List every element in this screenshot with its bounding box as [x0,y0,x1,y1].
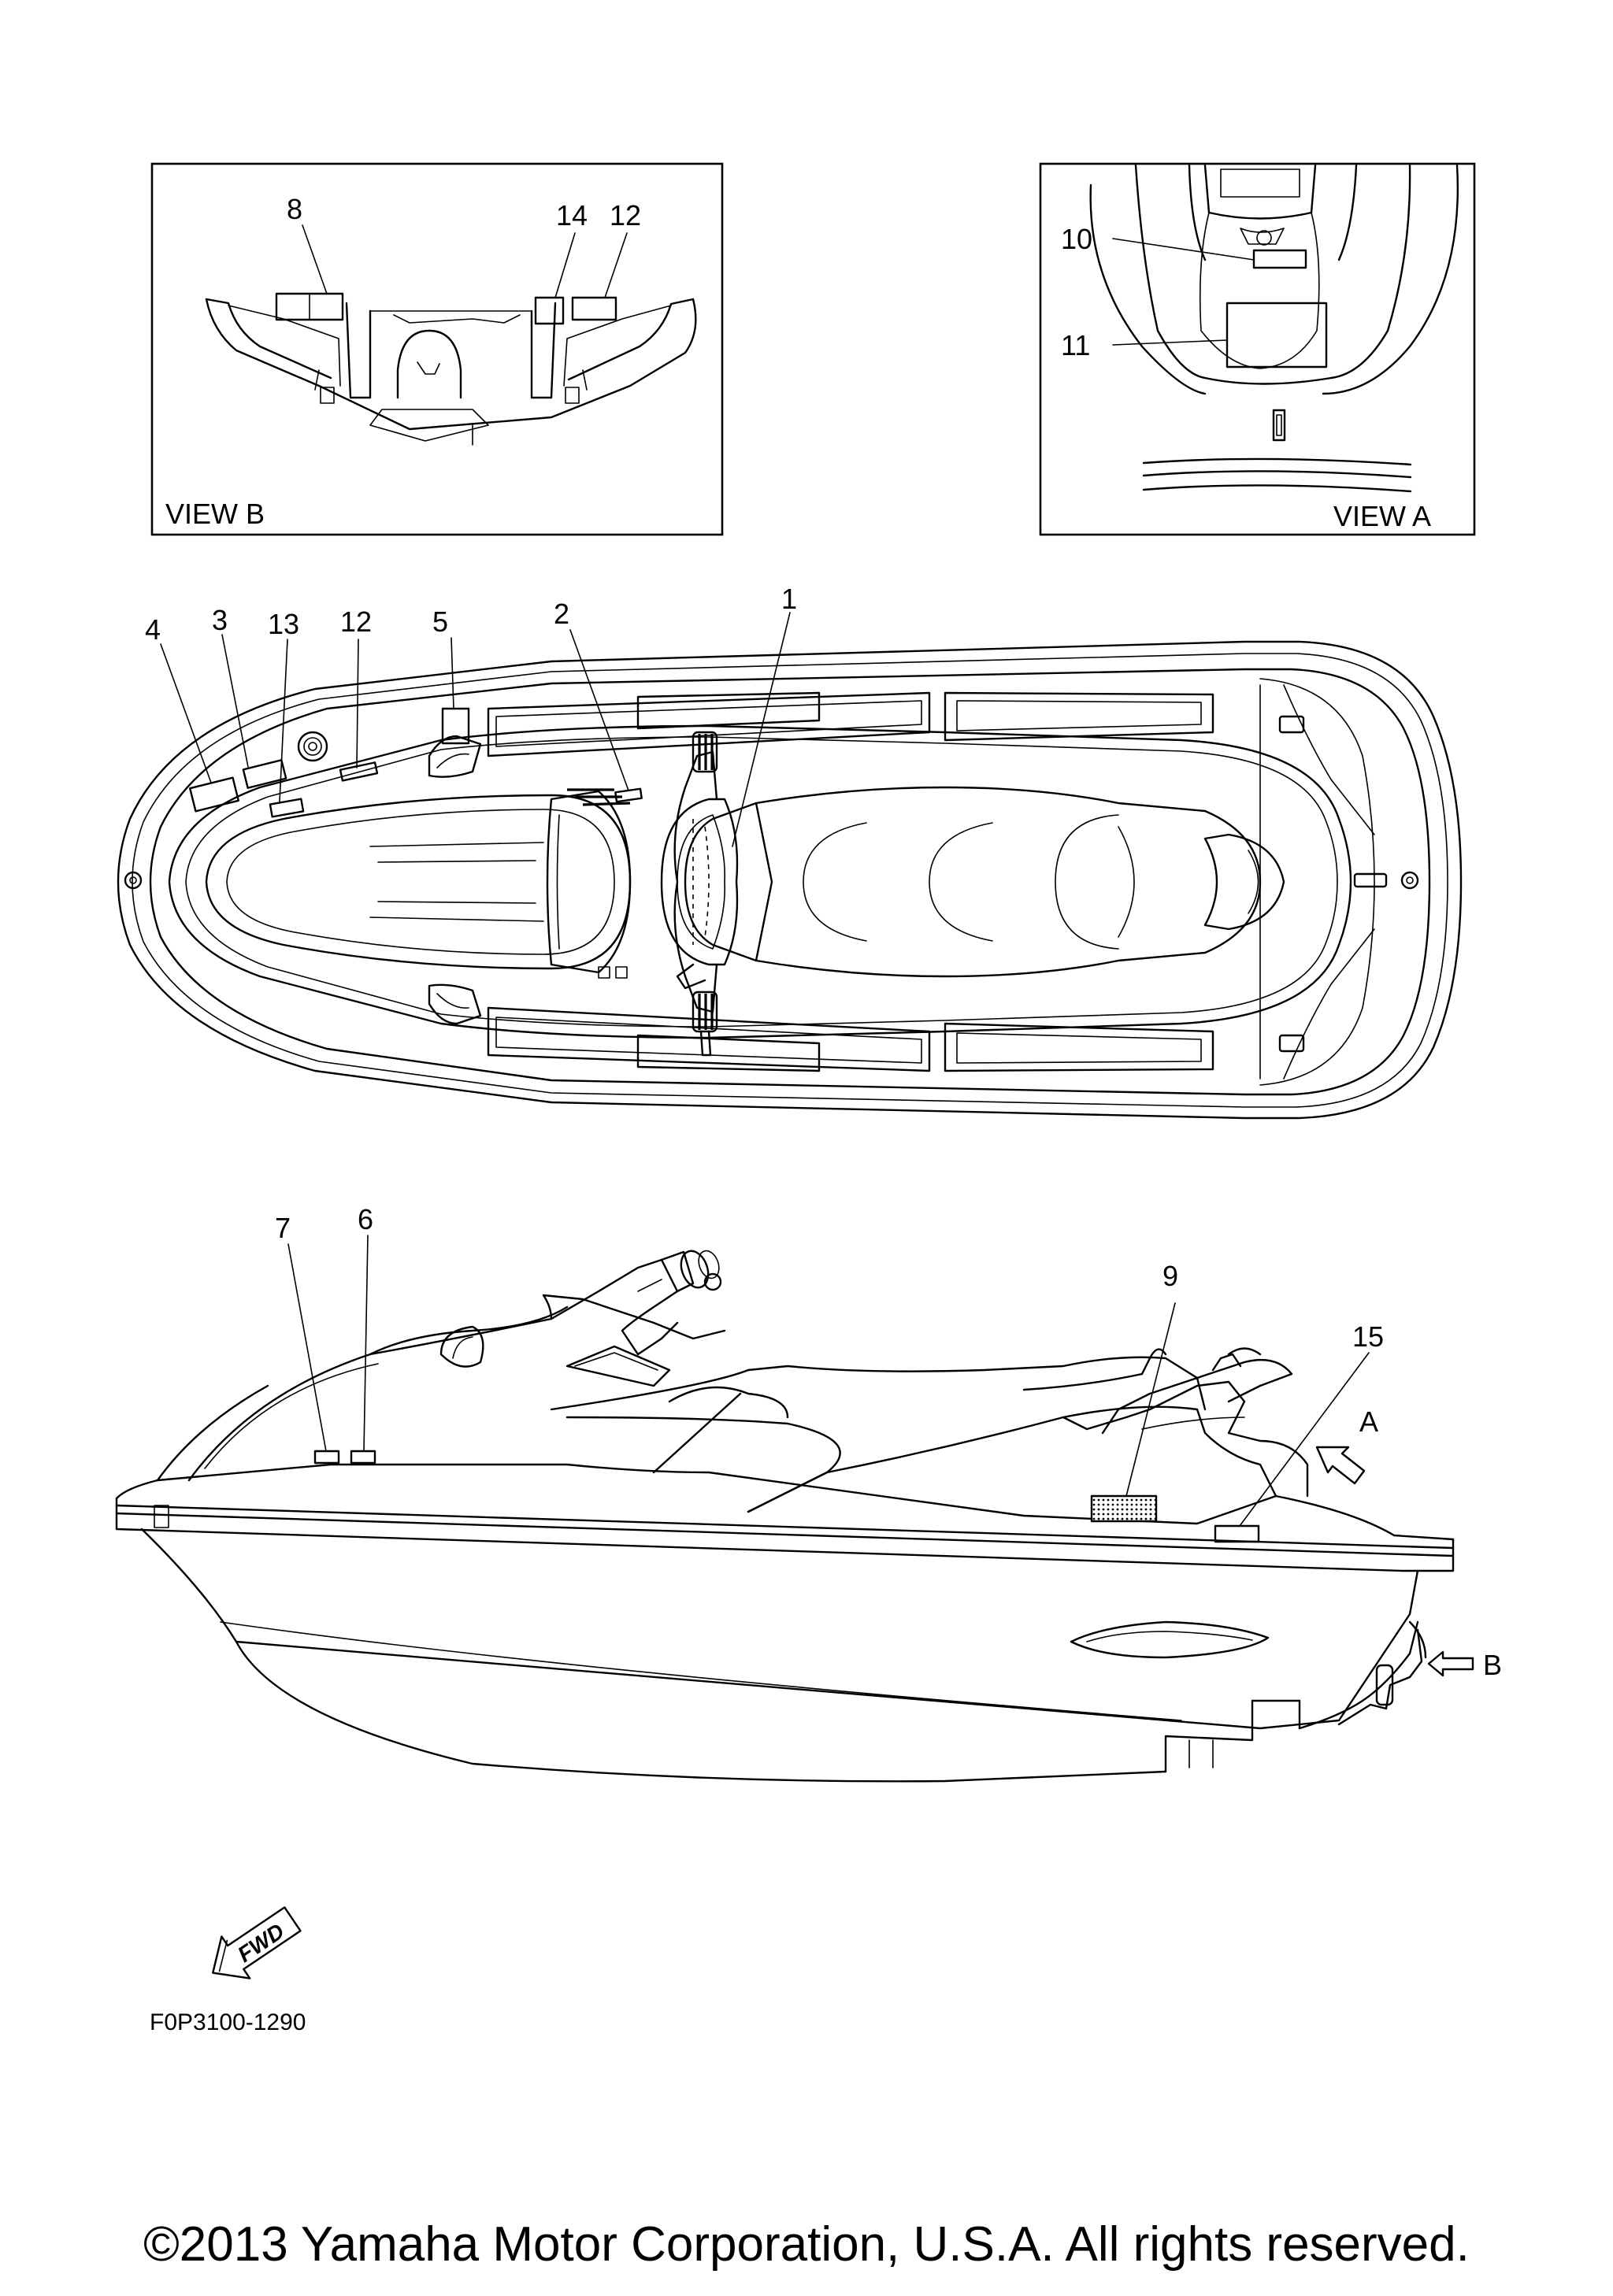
callout-10: 10 [1061,223,1092,255]
fwd-arrow: FWD [212,1906,302,1979]
top-view: 4 3 13 12 5 2 1 [117,583,1463,1120]
callout-4: 4 [145,613,161,646]
label-13-decal [269,798,305,818]
callout-5: 5 [432,605,448,638]
callout-15: 15 [1352,1320,1384,1353]
view-b-caption: VIEW B [165,498,265,530]
callout-12-view-b: 12 [610,199,641,231]
callout-14: 14 [556,199,588,231]
view-a-inset: 10 11 VIEW A [1039,162,1476,536]
label-5-decal [441,707,470,745]
side-view-deck [156,1294,1309,1513]
view-a-arrow-label: A [1359,1405,1378,1438]
label-3-decal [242,759,287,789]
callout-6: 6 [358,1203,373,1235]
view-b-arrow-label: B [1483,1649,1502,1681]
label-15-decal [1214,1524,1260,1543]
part-code: F0P3100-1290 [150,2009,306,2035]
top-view-handlebar [567,731,739,1057]
callout-8: 8 [287,193,302,225]
side-view-hull [115,1463,1455,1783]
label-2-decal [614,787,643,803]
side-view: 7 6 9 15 A B [115,1203,1502,1783]
callout-13: 13 [268,608,299,640]
callout-11: 11 [1061,329,1090,361]
callout-9: 9 [1162,1260,1178,1292]
view-b-frame [150,162,724,536]
view-b-inset: 8 14 12 VIEW B [150,162,724,536]
label-9-decal [1090,1494,1158,1523]
view-a-caption: VIEW A [1333,500,1431,532]
callout-3: 3 [212,604,228,636]
label-14-decal [534,296,565,325]
view-b-arrow: B [1427,1649,1502,1681]
label-7-decal [313,1450,340,1465]
label-6-decal [350,1450,376,1465]
rear-hull-drawing [205,298,697,446]
callout-12-top: 12 [340,605,372,638]
label-10-decal [1252,249,1307,269]
label-4-decal [189,776,239,813]
top-view-hull [117,640,1463,1120]
copyright-notice: ©2013 Yamaha Motor Corporation, U.S.A. A… [143,2217,1470,2272]
label-11-decal [1226,302,1328,368]
callout-2: 2 [554,598,569,630]
side-view-handlebar [550,1250,722,1356]
callout-1: 1 [781,583,797,615]
label-12-decal [571,296,617,321]
callout-7: 7 [275,1212,291,1244]
view-a-arrow: A [1315,1405,1378,1485]
view-a-frame [1039,162,1476,536]
handlebar-drawing [1089,164,1459,493]
fwd-label: FWD [233,1919,288,1967]
label-12-decal [339,761,379,782]
